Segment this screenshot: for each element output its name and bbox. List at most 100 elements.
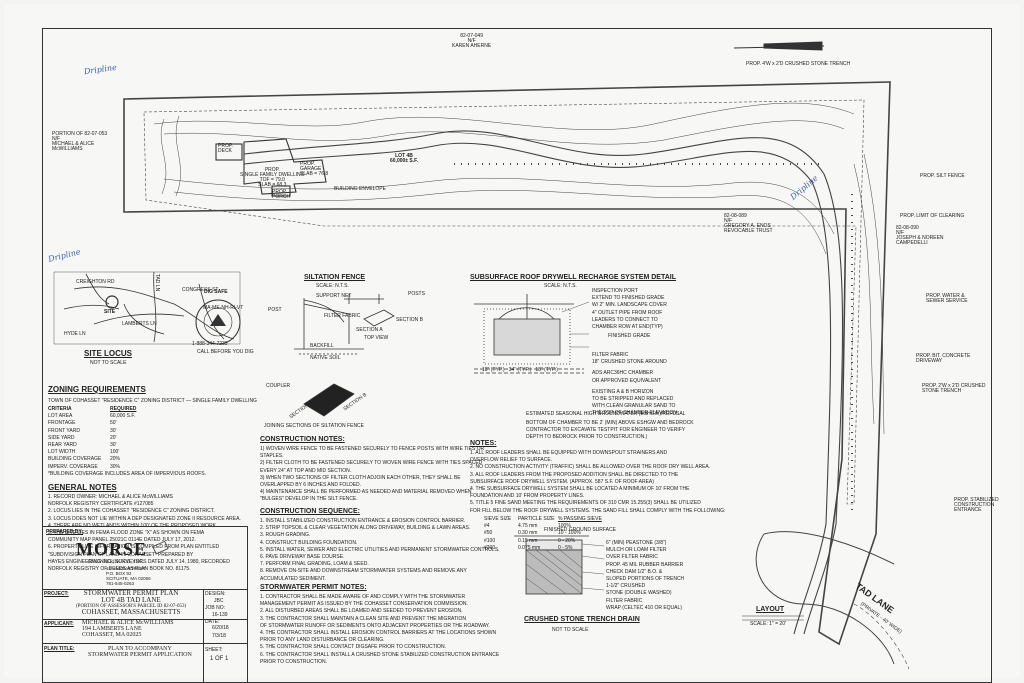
siltation-scale: SCALE: N.T.S.: [316, 283, 349, 289]
stormwater-notes-title: STORMWATER PERMIT NOTES:: [260, 584, 367, 591]
callout-entrance: PROP. STABILIZED CONSTRUCTION ENTRANCE: [954, 497, 999, 513]
trench-scale: NOT TO SCALE: [552, 627, 589, 633]
callout-driveway: PROP. BIT. CONCRETE DRIVEWAY: [916, 353, 971, 364]
silt-label-net: SUPPORT NET: [316, 293, 352, 299]
dwelling-footprint: [243, 138, 327, 195]
silt-label-posts: POSTS: [408, 291, 425, 297]
drywell-bottom-note: BOTTOM OF CHAMBER TO BE 2' (MIN) ABOVE E…: [526, 420, 694, 441]
trench-title: CRUSHED STONE TRENCH DRAIN: [524, 616, 640, 623]
callout-limit-clearing: PROP. LIMIT OF CLEARING: [900, 213, 965, 219]
site-locus-title: SITE LOCUS: [84, 349, 133, 358]
north-arrow: [733, 41, 825, 51]
locus-label-tad: TAD LN: [154, 273, 161, 292]
silt-caption: JOINING SECTIONS OF SILTATION FENCE: [264, 423, 365, 429]
property-line: [123, 81, 891, 646]
general-notes-list: 1. RECORD OWNER: MICHAEL & ALICE McWILLI…: [48, 494, 241, 573]
locus-label-lamberts: LAMBERTS LN: [122, 321, 157, 327]
silt-label-fabric: FILTER FABRIC: [324, 313, 361, 319]
date-label: DATE:: [205, 619, 220, 625]
locus-label-creighton: CREIGHTON RD: [76, 279, 115, 285]
trench-label-ground: FINISHED GROUND SURFACE: [544, 527, 616, 533]
site-plan-drawing: [53, 41, 910, 670]
silt-label-section-a: SECTION A: [356, 327, 383, 333]
dig-safe-phone: 1-888-344-7233: [192, 341, 228, 347]
general-notes-title: GENERAL NOTES: [48, 483, 117, 492]
trench-drain-detail: [514, 535, 589, 595]
applicant-block: MICHAEL & ALICE McWILLIAMS 194 LAMBERTS …: [82, 620, 174, 638]
porch-label: PROP.PORCH: [272, 189, 291, 200]
construction-notes-list: 1) WOVEN WIRE FENCE TO BE FASTENED SECUR…: [260, 446, 485, 503]
driveway: [243, 130, 844, 635]
drawing-sheet: 82-07-049 N/F KAREN AHERNE PORTION OF 82…: [4, 4, 1020, 683]
silt-label-backfill: BACKFILL: [310, 343, 334, 349]
drywell-labels-top: INSPECTION PORT EXTEND TO FINISHED GRADE…: [592, 288, 667, 331]
silt-fence-detail: [294, 294, 395, 417]
firm-subtitle: ENGINEERING CO., INC.: [88, 560, 144, 565]
applicant-label: APPLICANT:: [44, 621, 74, 627]
notes-list: 1. ALL ROOF LEADERS SHALL BE EQUIPPED WI…: [470, 450, 726, 514]
drywell-detail: [474, 294, 584, 374]
trench-labels: 6" (MIN) PEASTONE (3/8") MULCH OR LOAM F…: [606, 540, 685, 611]
design-label: DESIGN:: [205, 591, 226, 597]
job-value: 16-139: [212, 612, 228, 618]
callout-water-sewer: PROP. WATER & SEWER SERVICE: [926, 293, 968, 304]
siltation-title: SILTATION FENCE: [304, 274, 366, 281]
project-block: STORMWATER PERMIT PLAN LOT 4B TAD LANE (…: [76, 589, 187, 616]
zoning-intro: TOWN OF COHASSET "RESIDENCE C" ZONING DI…: [48, 398, 257, 404]
drywell-scale: SCALE: N.T.S.: [544, 283, 577, 289]
construction-notes-title: CONSTRUCTION NOTES:: [260, 436, 345, 443]
callout-trench-2: PROP. 2'W x 2'D CRUSHED STONE TRENCH: [922, 383, 986, 394]
prepared-by-label: PREPARED BY:: [46, 529, 84, 535]
stormwater-notes-list: 1. CONTRACTOR SHALL BE MADE AWARE OF AND…: [260, 594, 500, 665]
layout-scale: SCALE: 1" = 20': [750, 621, 786, 627]
layout-title: LAYOUT: [756, 606, 785, 613]
drywell-gw: ESTIMATED SEASONAL HIGH GROUNDWATER (ESH…: [526, 411, 686, 417]
dig-safe-title: DIG SAFE: [204, 289, 228, 295]
silt-label-top-view: TOP VIEW: [364, 335, 389, 341]
plan-title-label: PLAN TITLE:: [44, 646, 75, 652]
site-locus-scale: NOT TO SCALE: [90, 360, 127, 366]
layout-inset: [742, 615, 804, 621]
building-envelope-label: BUILDING ENVELOPE: [334, 186, 386, 192]
sheet-value: 1 OF 1: [210, 656, 229, 662]
building-envelope-line: [143, 99, 865, 505]
sheet-label: SHEET:: [205, 647, 223, 653]
drywell-finished-grade: FINISHED GRADE: [608, 333, 651, 339]
locus-label-hyde: HYDE LN: [64, 331, 86, 337]
tad-lane-road: [755, 533, 895, 665]
construction-sequence-title: CONSTRUCTION SEQUENCE:: [260, 508, 360, 515]
north-abutter: 82-07-049 N/F KAREN AHERNE: [452, 33, 492, 49]
drywell-labels-mid: FILTER FABRIC 18" CRUSHED STONE AROUND A…: [592, 352, 677, 417]
project-label: PROJECT:: [44, 591, 69, 597]
east-abutter-2: 82-08-090 N/F JOSEPH & NOREEN CAMPEDELLI: [896, 225, 944, 246]
firm-name: MORSE: [76, 539, 148, 559]
job-label: JOB NO:: [205, 605, 226, 611]
construction-sequence-list: 1. INSTALL STABILIZED CONSTRUCTION ENTRA…: [260, 518, 500, 582]
plan-title-block: PLAN TO ACCOMPANY STORMWATER PERMIT APPL…: [88, 646, 192, 658]
dig-safe-letters: MA-ME-NH-RI-VT: [203, 305, 244, 311]
design-value: JBC: [214, 598, 224, 604]
silt-label-post: POST: [268, 307, 282, 313]
west-abutter: PORTION OF 82-07-053 N/F MICHAEL & ALICE…: [52, 131, 108, 152]
lot-label: LOT 4B 60,000± S.F.: [390, 153, 419, 164]
dig-safe-ring: CALL BEFORE YOU DIG: [197, 349, 254, 355]
firm-address: 18 UNION STREET P.O. BOX 92 SCITUATE, MA…: [106, 566, 151, 586]
east-abutter: 82-08-089 N/F GREGORY A. ENOS REVOCABLE …: [724, 213, 773, 234]
silt-label-native: NATIVE SOIL: [310, 355, 341, 361]
drywell-dims: 18" (TYP.) 34" (TYP.) 18" (TYP.): [482, 367, 558, 373]
locus-label-site: SITE: [104, 309, 116, 315]
porch-outline: [271, 185, 291, 197]
deck-label: PROP.DECK: [218, 143, 233, 154]
callout-trench-4: PROP. 4'W x 2'D CRUSHED STONE TRENCH: [746, 61, 851, 67]
notes-title: NOTES:: [470, 440, 497, 447]
zoning-title: ZONING REQUIREMENTS: [48, 385, 146, 394]
rev-date-value: 7/3/18: [212, 633, 226, 639]
date-value: 6/20/18: [212, 625, 229, 631]
deck-outline: [215, 143, 243, 161]
silt-label-coupler: COUPLER: [266, 383, 291, 389]
dig-safe-logo: [195, 299, 241, 345]
